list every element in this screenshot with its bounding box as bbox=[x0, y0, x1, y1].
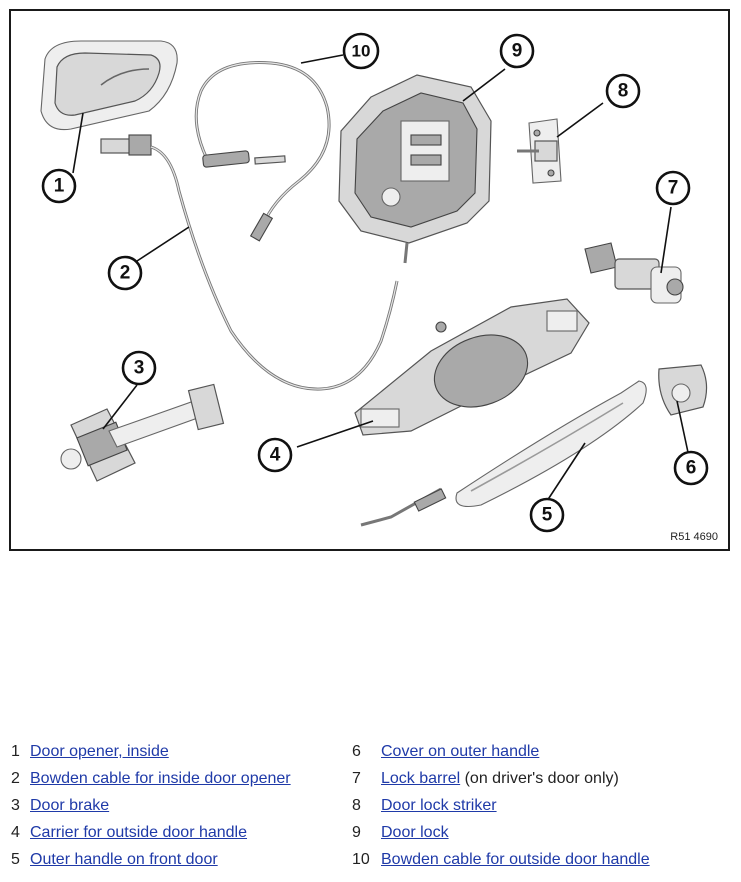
part-door-opener-inside bbox=[40, 40, 178, 131]
callout-9: 9 bbox=[499, 33, 535, 69]
callout-5: 5 bbox=[529, 497, 565, 533]
legend-item-1: 1 Door opener, inside bbox=[11, 743, 169, 765]
callout-1-number: 1 bbox=[54, 176, 65, 197]
callout-10: 10 bbox=[342, 32, 380, 70]
callout-2: 2 bbox=[107, 255, 143, 291]
part-door-brake bbox=[60, 383, 225, 482]
legend-number: 4 bbox=[11, 824, 20, 841]
callout-6: 6 bbox=[673, 450, 709, 486]
part-bowden-cable-inside bbox=[100, 134, 399, 391]
legend-number: 10 bbox=[352, 851, 370, 868]
legend-item-2: 2 Bowden cable for inside door opener bbox=[11, 770, 291, 792]
part-door-lock bbox=[338, 74, 492, 264]
legend-item-9: 9 Door lock bbox=[352, 824, 449, 846]
link-door-lock[interactable]: Door lock bbox=[381, 824, 449, 841]
legend-item-5: 5 Outer handle on front door bbox=[11, 851, 218, 873]
link-door-brake[interactable]: Door brake bbox=[30, 797, 110, 814]
callout-6-number: 6 bbox=[686, 458, 697, 479]
link-door-lock-striker[interactable]: Door lock striker bbox=[381, 797, 497, 814]
legend-item-8: 8 Door lock striker bbox=[352, 797, 497, 819]
callout-4: 4 bbox=[257, 437, 293, 473]
link-lock-barrel[interactable]: Lock barrel bbox=[381, 770, 461, 787]
legend-item-4: 4 Carrier for outside door handle bbox=[11, 824, 247, 846]
legend-number: 5 bbox=[11, 851, 20, 868]
part-door-lock-striker bbox=[517, 118, 562, 184]
callout-4-number: 4 bbox=[270, 445, 281, 466]
part-cover-outer-handle bbox=[658, 364, 708, 416]
legend-number: 8 bbox=[352, 797, 361, 814]
callout-9-number: 9 bbox=[512, 41, 523, 62]
part-bowden-cable-outside bbox=[194, 61, 331, 242]
callout-3-number: 3 bbox=[134, 358, 145, 379]
legend-item-6: 6 Cover on outer handle bbox=[352, 743, 539, 765]
part-lock-barrel bbox=[584, 242, 684, 304]
link-cover-outer-handle[interactable]: Cover on outer handle bbox=[381, 743, 540, 760]
legend-number: 2 bbox=[11, 770, 20, 787]
callout-8-number: 8 bbox=[618, 81, 629, 102]
legend-number: 3 bbox=[11, 797, 20, 814]
link-bowden-cable-inside[interactable]: Bowden cable for inside door opener bbox=[30, 770, 291, 787]
link-outer-handle-front-door[interactable]: Outer handle on front door bbox=[30, 851, 218, 868]
legend-item-7: 7 Lock barrel (on driver's door only) bbox=[352, 770, 619, 792]
callout-1: 1 bbox=[41, 168, 77, 204]
legend-number: 6 bbox=[352, 743, 361, 760]
legend-item-10: 10 Bowden cable for outside door handle bbox=[352, 851, 650, 873]
callout-10-number: 10 bbox=[352, 42, 371, 61]
legend-note: (on driver's door only) bbox=[460, 770, 619, 787]
callout-leaders bbox=[72, 54, 690, 502]
callout-2-number: 2 bbox=[120, 263, 131, 284]
link-carrier-outside-handle[interactable]: Carrier for outside door handle bbox=[30, 824, 248, 841]
link-bowden-cable-outside[interactable]: Bowden cable for outside door handle bbox=[381, 851, 650, 868]
callout-8: 8 bbox=[605, 73, 641, 109]
link-door-opener-inside[interactable]: Door opener, inside bbox=[30, 743, 169, 760]
callout-5-number: 5 bbox=[542, 505, 553, 526]
part-outer-handle bbox=[360, 380, 647, 527]
exploded-parts-diagram: 1 2 3 4 5 6 7 8 9 10 R51 4690 bbox=[9, 9, 730, 551]
legend-number: 9 bbox=[352, 824, 361, 841]
legend-item-3: 3 Door brake bbox=[11, 797, 109, 819]
part-carrier-outside-handle bbox=[354, 298, 590, 436]
legend-number: 7 bbox=[352, 770, 361, 787]
legend-number: 1 bbox=[11, 743, 20, 760]
callout-3: 3 bbox=[121, 350, 157, 386]
diagram-drawing: 1 2 3 4 5 6 7 8 9 10 bbox=[40, 32, 709, 533]
callout-7: 7 bbox=[655, 170, 691, 206]
callout-7-number: 7 bbox=[668, 178, 679, 199]
figure-reference: R51 4690 bbox=[670, 531, 718, 543]
